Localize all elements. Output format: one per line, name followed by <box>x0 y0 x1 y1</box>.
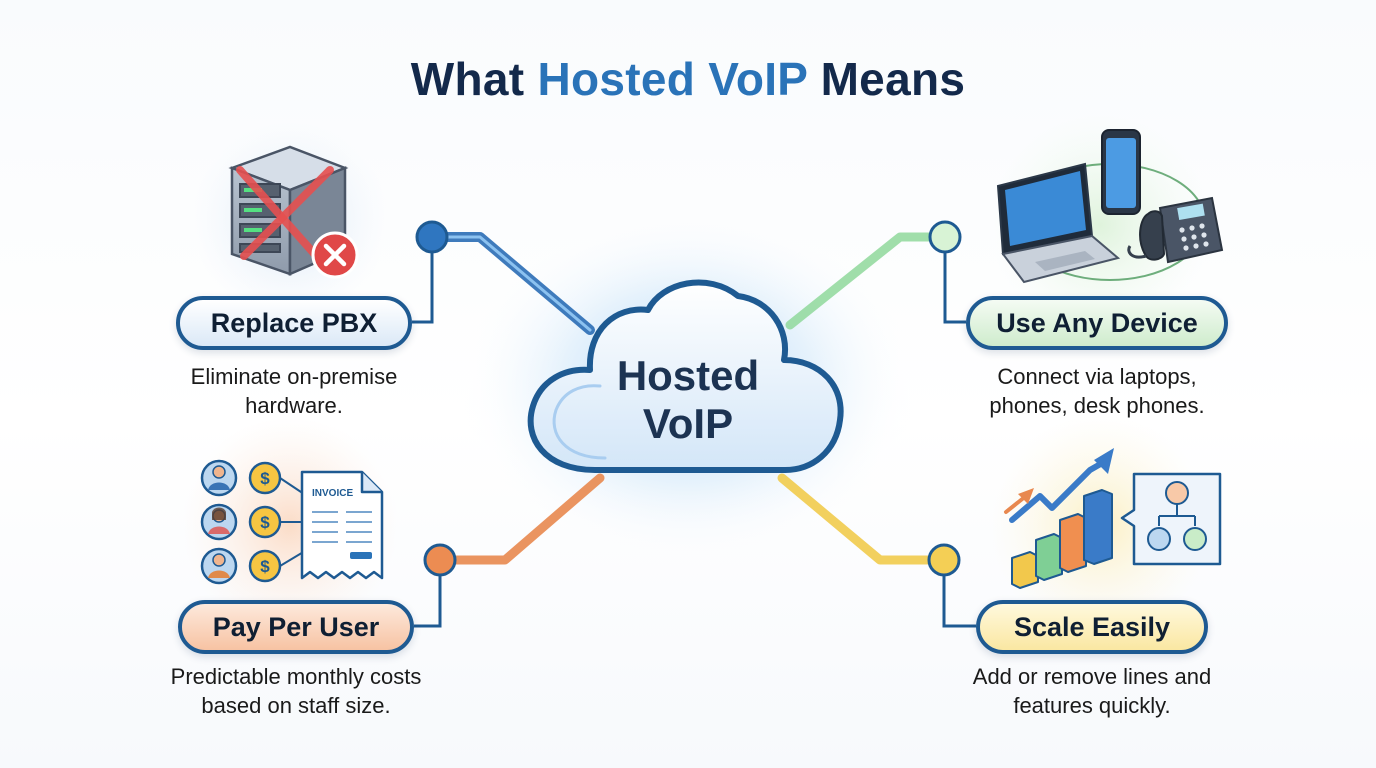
node-replace-pbx-description: Eliminate on-premise hardware. <box>124 362 464 420</box>
crossed-out-server-icon <box>192 122 388 318</box>
cloud-icon <box>527 279 844 473</box>
node-use-any-device-pill: Use Any Device <box>966 296 1228 350</box>
dollar-coin-icon: $ <box>248 505 282 539</box>
svg-text:$: $ <box>260 513 270 532</box>
user-avatar-icon <box>200 547 238 585</box>
description-line: hardware. <box>245 393 343 418</box>
svg-text:$: $ <box>260 557 270 576</box>
user-avatar-icon <box>200 503 238 541</box>
description-line: Connect via laptops, <box>997 364 1197 389</box>
title-suffix: Means <box>820 53 966 105</box>
user-avatar-icon <box>200 459 238 497</box>
node-scale-easily-pill: Scale Easily <box>976 600 1208 654</box>
description-line: features quickly. <box>1013 693 1171 718</box>
center-label-line1: Hosted <box>616 352 760 399</box>
invoice-per-user-icon: $ $ $ INVOICE <box>182 417 398 633</box>
smartphone-icon <box>1101 129 1141 215</box>
growth-chart-icon <box>990 415 1222 635</box>
center-label-line2: VoIP <box>642 400 734 447</box>
page-title: What Hosted VoIP Means <box>0 52 1376 106</box>
description-line: phones, desk phones. <box>989 393 1205 418</box>
description-line: Predictable monthly costs <box>170 664 422 689</box>
title-prefix: What <box>410 53 525 105</box>
connector-use-any-device <box>785 220 966 330</box>
center-label: Hosted VoIP <box>588 352 788 448</box>
description-line: Eliminate on-premise <box>190 364 398 389</box>
connector-replace-pbx <box>412 220 595 335</box>
devices-icon <box>990 115 1224 335</box>
title-accent: Hosted VoIP <box>537 53 808 105</box>
description-line: Add or remove lines and <box>972 664 1212 689</box>
node-replace-pbx-pill: Replace PBX <box>176 296 412 350</box>
laptop-icon <box>996 162 1121 284</box>
connector-scale-easily <box>777 473 976 628</box>
node-scale-easily-description: Add or remove lines and features quickly… <box>920 662 1264 720</box>
node-pay-per-user-description: Predictable monthly costs based on staff… <box>116 662 476 720</box>
node-use-any-device-description: Connect via laptops, phones, desk phones… <box>925 362 1269 420</box>
dollar-coin-icon: $ <box>248 549 282 583</box>
connector-pay-per-user <box>414 473 605 628</box>
invoice-label: INVOICE <box>312 488 353 499</box>
desk-phone-icon <box>1127 196 1224 264</box>
org-chart-card-icon <box>1120 472 1222 566</box>
invoice-document-icon: INVOICE <box>300 470 384 580</box>
svg-text:$: $ <box>260 469 270 488</box>
description-line: based on staff size. <box>201 693 391 718</box>
dollar-coin-icon: $ <box>248 461 282 495</box>
node-pay-per-user-pill: Pay Per User <box>178 600 414 654</box>
